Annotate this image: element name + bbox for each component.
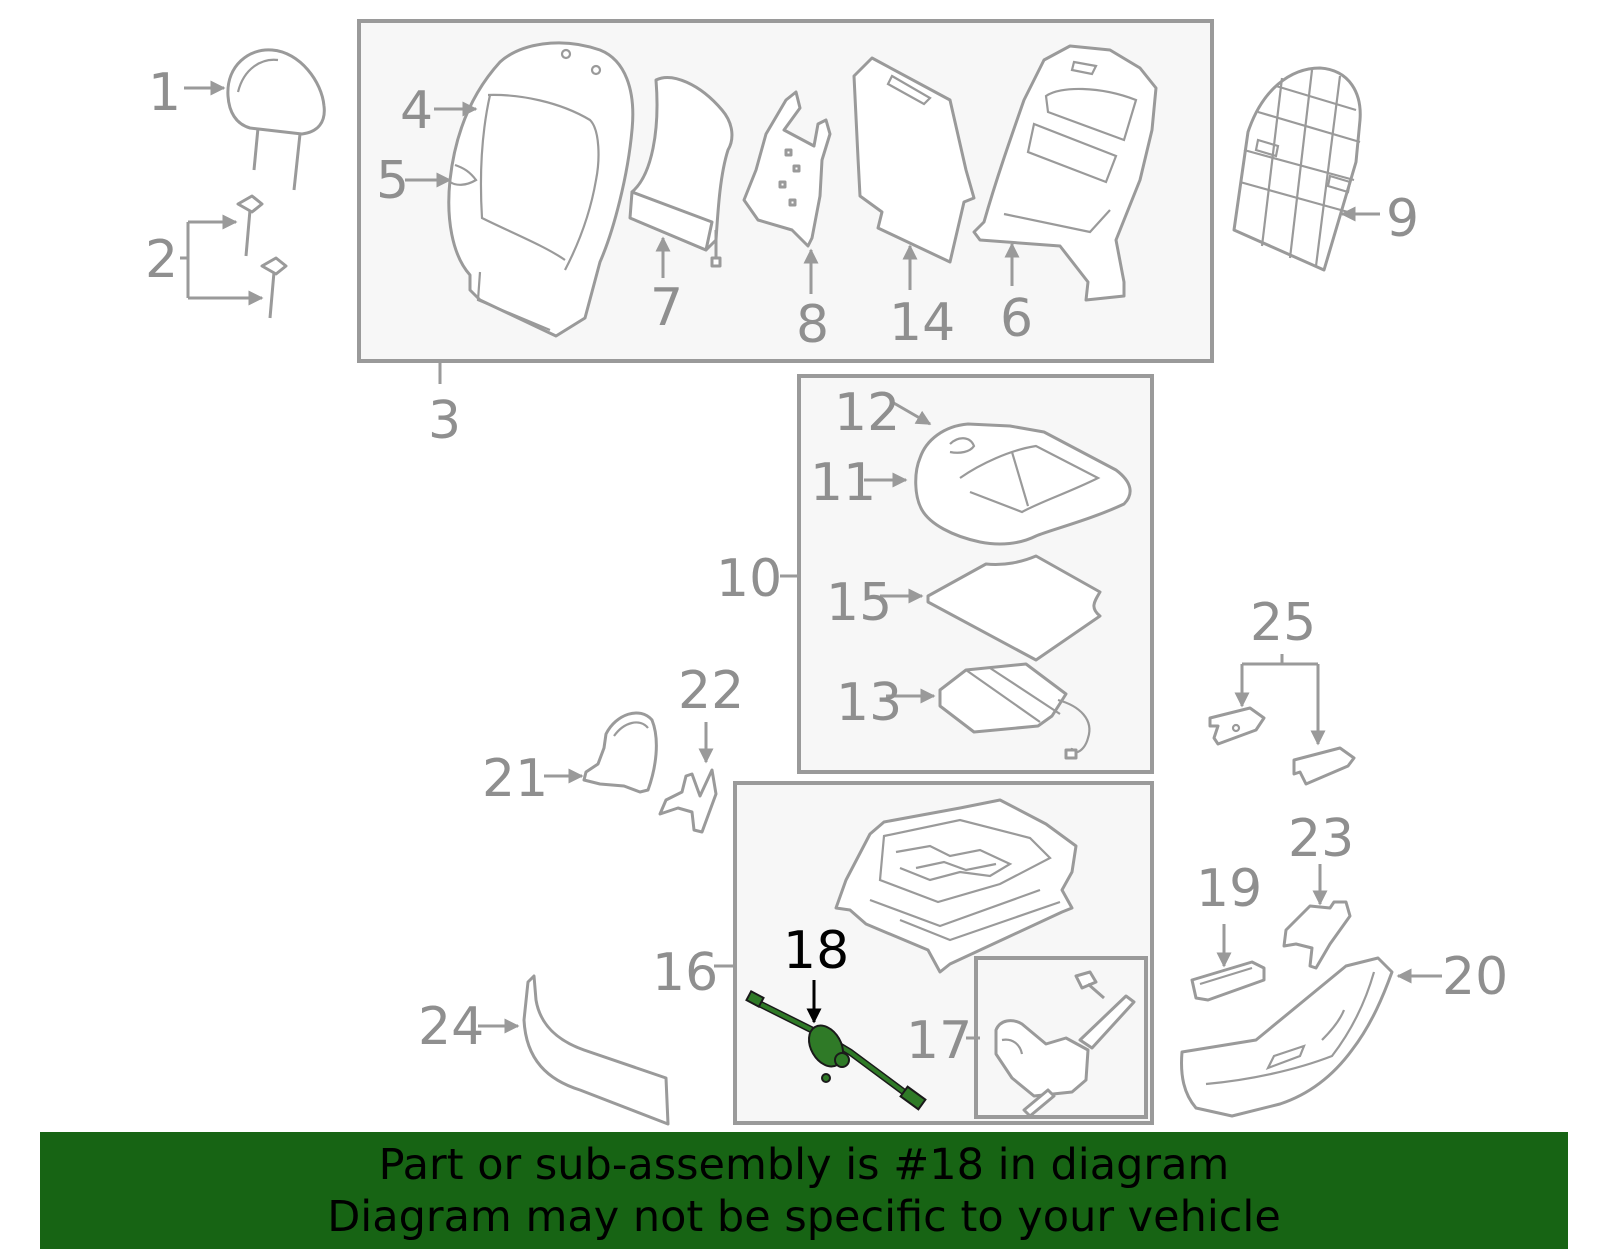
callout-17: 17 bbox=[906, 1011, 972, 1071]
callout-8: 8 bbox=[796, 295, 829, 355]
seatback-frame-part bbox=[972, 44, 1158, 302]
callout-3: 3 bbox=[428, 391, 461, 451]
seat-frame-part bbox=[834, 798, 1078, 974]
cap-part bbox=[1208, 706, 1356, 786]
callout-19: 19 bbox=[1196, 859, 1262, 919]
callout-20: 20 bbox=[1442, 947, 1508, 1007]
callout-22: 22 bbox=[678, 661, 744, 721]
back-board-part bbox=[852, 56, 976, 264]
callout-14: 14 bbox=[889, 293, 955, 353]
bracket-part bbox=[742, 90, 832, 248]
recliner-cover-part bbox=[582, 711, 658, 794]
callout-12: 12 bbox=[834, 383, 900, 443]
callout-10: 10 bbox=[716, 549, 782, 609]
cushion-pad-part bbox=[926, 554, 1102, 662]
back-pad-part bbox=[628, 76, 734, 268]
back-panel-part bbox=[1232, 66, 1362, 272]
callout-25: 25 bbox=[1250, 593, 1316, 653]
wiring-harness-part bbox=[745, 989, 927, 1111]
side-trim-part bbox=[522, 974, 670, 1126]
callout-13: 13 bbox=[836, 673, 902, 733]
seat-heater-part bbox=[938, 662, 1091, 760]
callout-9: 9 bbox=[1386, 189, 1419, 249]
bracket-part-23 bbox=[1282, 900, 1352, 970]
callout-21: 21 bbox=[482, 749, 548, 809]
banner-line-1: Part or sub-assembly is #18 in diagram bbox=[378, 1139, 1230, 1190]
seat-motor-part bbox=[994, 970, 1136, 1118]
cushion-cover-part bbox=[914, 422, 1132, 546]
headrest-part bbox=[226, 48, 326, 191]
headrest-guide-part bbox=[236, 194, 288, 319]
callout-23: 23 bbox=[1288, 809, 1354, 869]
callout-24: 24 bbox=[418, 997, 484, 1057]
callout-6: 6 bbox=[1000, 289, 1033, 349]
bracket-part-22 bbox=[658, 768, 718, 834]
callout-2: 2 bbox=[145, 230, 178, 290]
side-shield-part bbox=[1180, 956, 1394, 1118]
clip-part bbox=[1190, 960, 1266, 1002]
callout-15: 15 bbox=[826, 573, 892, 633]
callout-4: 4 bbox=[400, 81, 433, 141]
callout-5: 5 bbox=[376, 151, 409, 211]
callout-7: 7 bbox=[650, 278, 683, 338]
banner-line-2: Diagram may not be specific to your vehi… bbox=[327, 1191, 1281, 1242]
callout-16: 16 bbox=[652, 943, 718, 1003]
callout-18-highlighted: 18 bbox=[783, 921, 849, 981]
callout-1: 1 bbox=[148, 63, 181, 123]
info-banner: Part or sub-assembly is #18 in diagram D… bbox=[40, 1132, 1568, 1249]
callout-11: 11 bbox=[810, 453, 876, 513]
